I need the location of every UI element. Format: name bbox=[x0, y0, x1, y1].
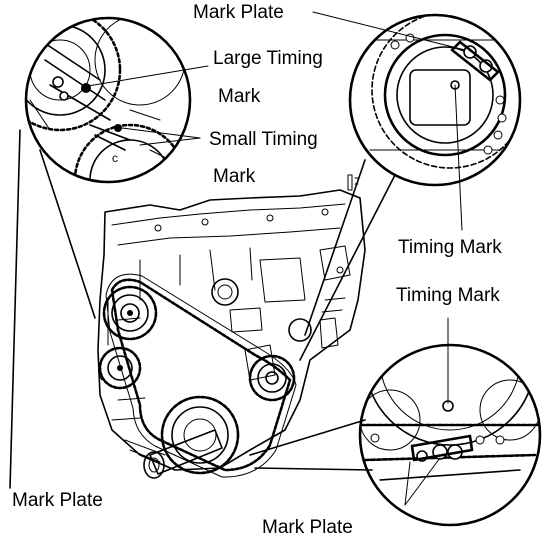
svg-text:c: c bbox=[112, 151, 118, 165]
crank-sprocket bbox=[143, 395, 240, 479]
left-cam-sprocket bbox=[102, 285, 158, 341]
callout-top-right bbox=[299, 11, 522, 361]
timing-mark-right-label: Timing Mark bbox=[398, 237, 502, 258]
timing-chain bbox=[105, 273, 297, 478]
callout-bottom-right bbox=[249, 317, 542, 527]
mark-plate-bottom-label: Mark Plate bbox=[262, 517, 353, 538]
small-timing-mark-label-line1: Small Timing bbox=[209, 129, 318, 150]
large-timing-mark-label-line2: Mark bbox=[218, 86, 261, 107]
right-cam-sprocket bbox=[248, 354, 296, 402]
timing-mark-lower-label: Timing Mark bbox=[396, 285, 500, 306]
large-timing-mark-label-line1: Large Timing bbox=[213, 48, 323, 69]
mark-plate-top-label: Mark Plate bbox=[193, 2, 284, 23]
left-idler-sprocket bbox=[98, 346, 142, 390]
mark-plate-left-label: Mark Plate bbox=[12, 490, 103, 511]
engine-block bbox=[97, 174, 366, 471]
small-timing-mark-label-line2: Mark bbox=[213, 166, 256, 187]
